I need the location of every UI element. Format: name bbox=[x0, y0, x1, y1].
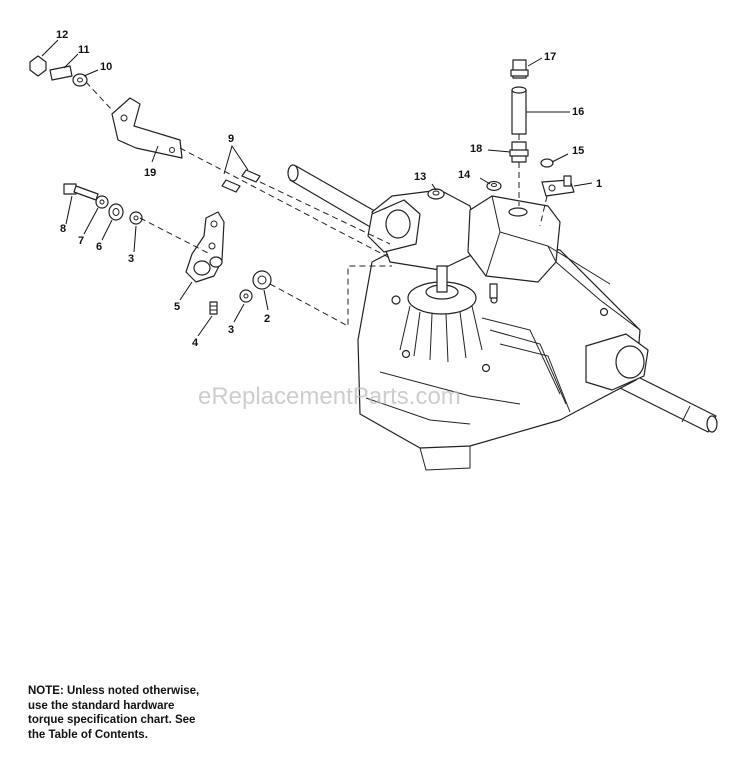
callout-12: 12 bbox=[56, 29, 68, 41]
callout-11: 11 bbox=[78, 44, 90, 56]
callout-3-lower: 3 bbox=[228, 324, 234, 336]
callout-8: 8 bbox=[60, 223, 66, 235]
part-8-bolt bbox=[63, 183, 99, 201]
transaxle-housing bbox=[357, 189, 649, 471]
callout-14: 14 bbox=[458, 169, 471, 181]
part-16-tube bbox=[511, 86, 527, 135]
callout-4: 4 bbox=[192, 337, 199, 349]
part-12-nut bbox=[29, 55, 47, 77]
part-6-bushing bbox=[108, 203, 124, 221]
callout-3-upper: 3 bbox=[128, 253, 134, 265]
callout-16: 16 bbox=[572, 106, 584, 118]
callout-18: 18 bbox=[470, 143, 482, 155]
part-18-fitting bbox=[509, 141, 529, 163]
note-line: NOTE: Unless noted otherwise, bbox=[28, 685, 200, 697]
watermark: eReplacementParts.com bbox=[198, 383, 461, 410]
callout-6: 6 bbox=[96, 241, 102, 253]
callout-13: 13 bbox=[414, 171, 426, 183]
callout-7: 7 bbox=[78, 235, 84, 247]
callout-15: 15 bbox=[572, 145, 584, 157]
part-4-set-screw bbox=[209, 301, 218, 315]
callout-10: 10 bbox=[100, 61, 112, 73]
part-5-control-arm bbox=[185, 211, 225, 283]
leader-lines bbox=[41, 39, 593, 337]
part-17-fitting bbox=[510, 59, 529, 79]
callout-5: 5 bbox=[174, 301, 180, 313]
assembly-lines bbox=[85, 81, 548, 327]
callout-9: 9 bbox=[228, 133, 234, 145]
note-line: the Table of Contents. bbox=[28, 728, 148, 741]
callout-1: 1 bbox=[596, 178, 602, 190]
part-10-washer bbox=[72, 73, 88, 87]
note-line: use the standard hardware bbox=[28, 699, 175, 712]
part-19-bracket bbox=[111, 97, 183, 159]
left-axle-shaft bbox=[287, 164, 381, 229]
part-1-bypass-plate bbox=[541, 175, 575, 197]
callout-17: 17 bbox=[544, 51, 556, 63]
part-3b-washer bbox=[239, 289, 253, 303]
callout-2: 2 bbox=[264, 313, 270, 325]
part-14-washer bbox=[486, 180, 502, 192]
part-7-washer bbox=[95, 195, 109, 209]
part-13-washer bbox=[427, 188, 445, 200]
part-11-link bbox=[49, 65, 73, 81]
part-9-pins bbox=[221, 169, 261, 193]
callout-labels: 1 2 3 3 4 5 6 7 8 9 10 11 12 13 14 15 16… bbox=[56, 29, 602, 349]
callout-19: 19 bbox=[144, 167, 156, 179]
part-15-plug bbox=[540, 158, 554, 168]
part-3a-washer bbox=[129, 211, 143, 225]
part-2-bearing bbox=[252, 270, 272, 290]
note-line: torque specification chart. See bbox=[28, 714, 196, 726]
torque-note: NOTE: Unless noted otherwise, use the st… bbox=[28, 684, 268, 742]
